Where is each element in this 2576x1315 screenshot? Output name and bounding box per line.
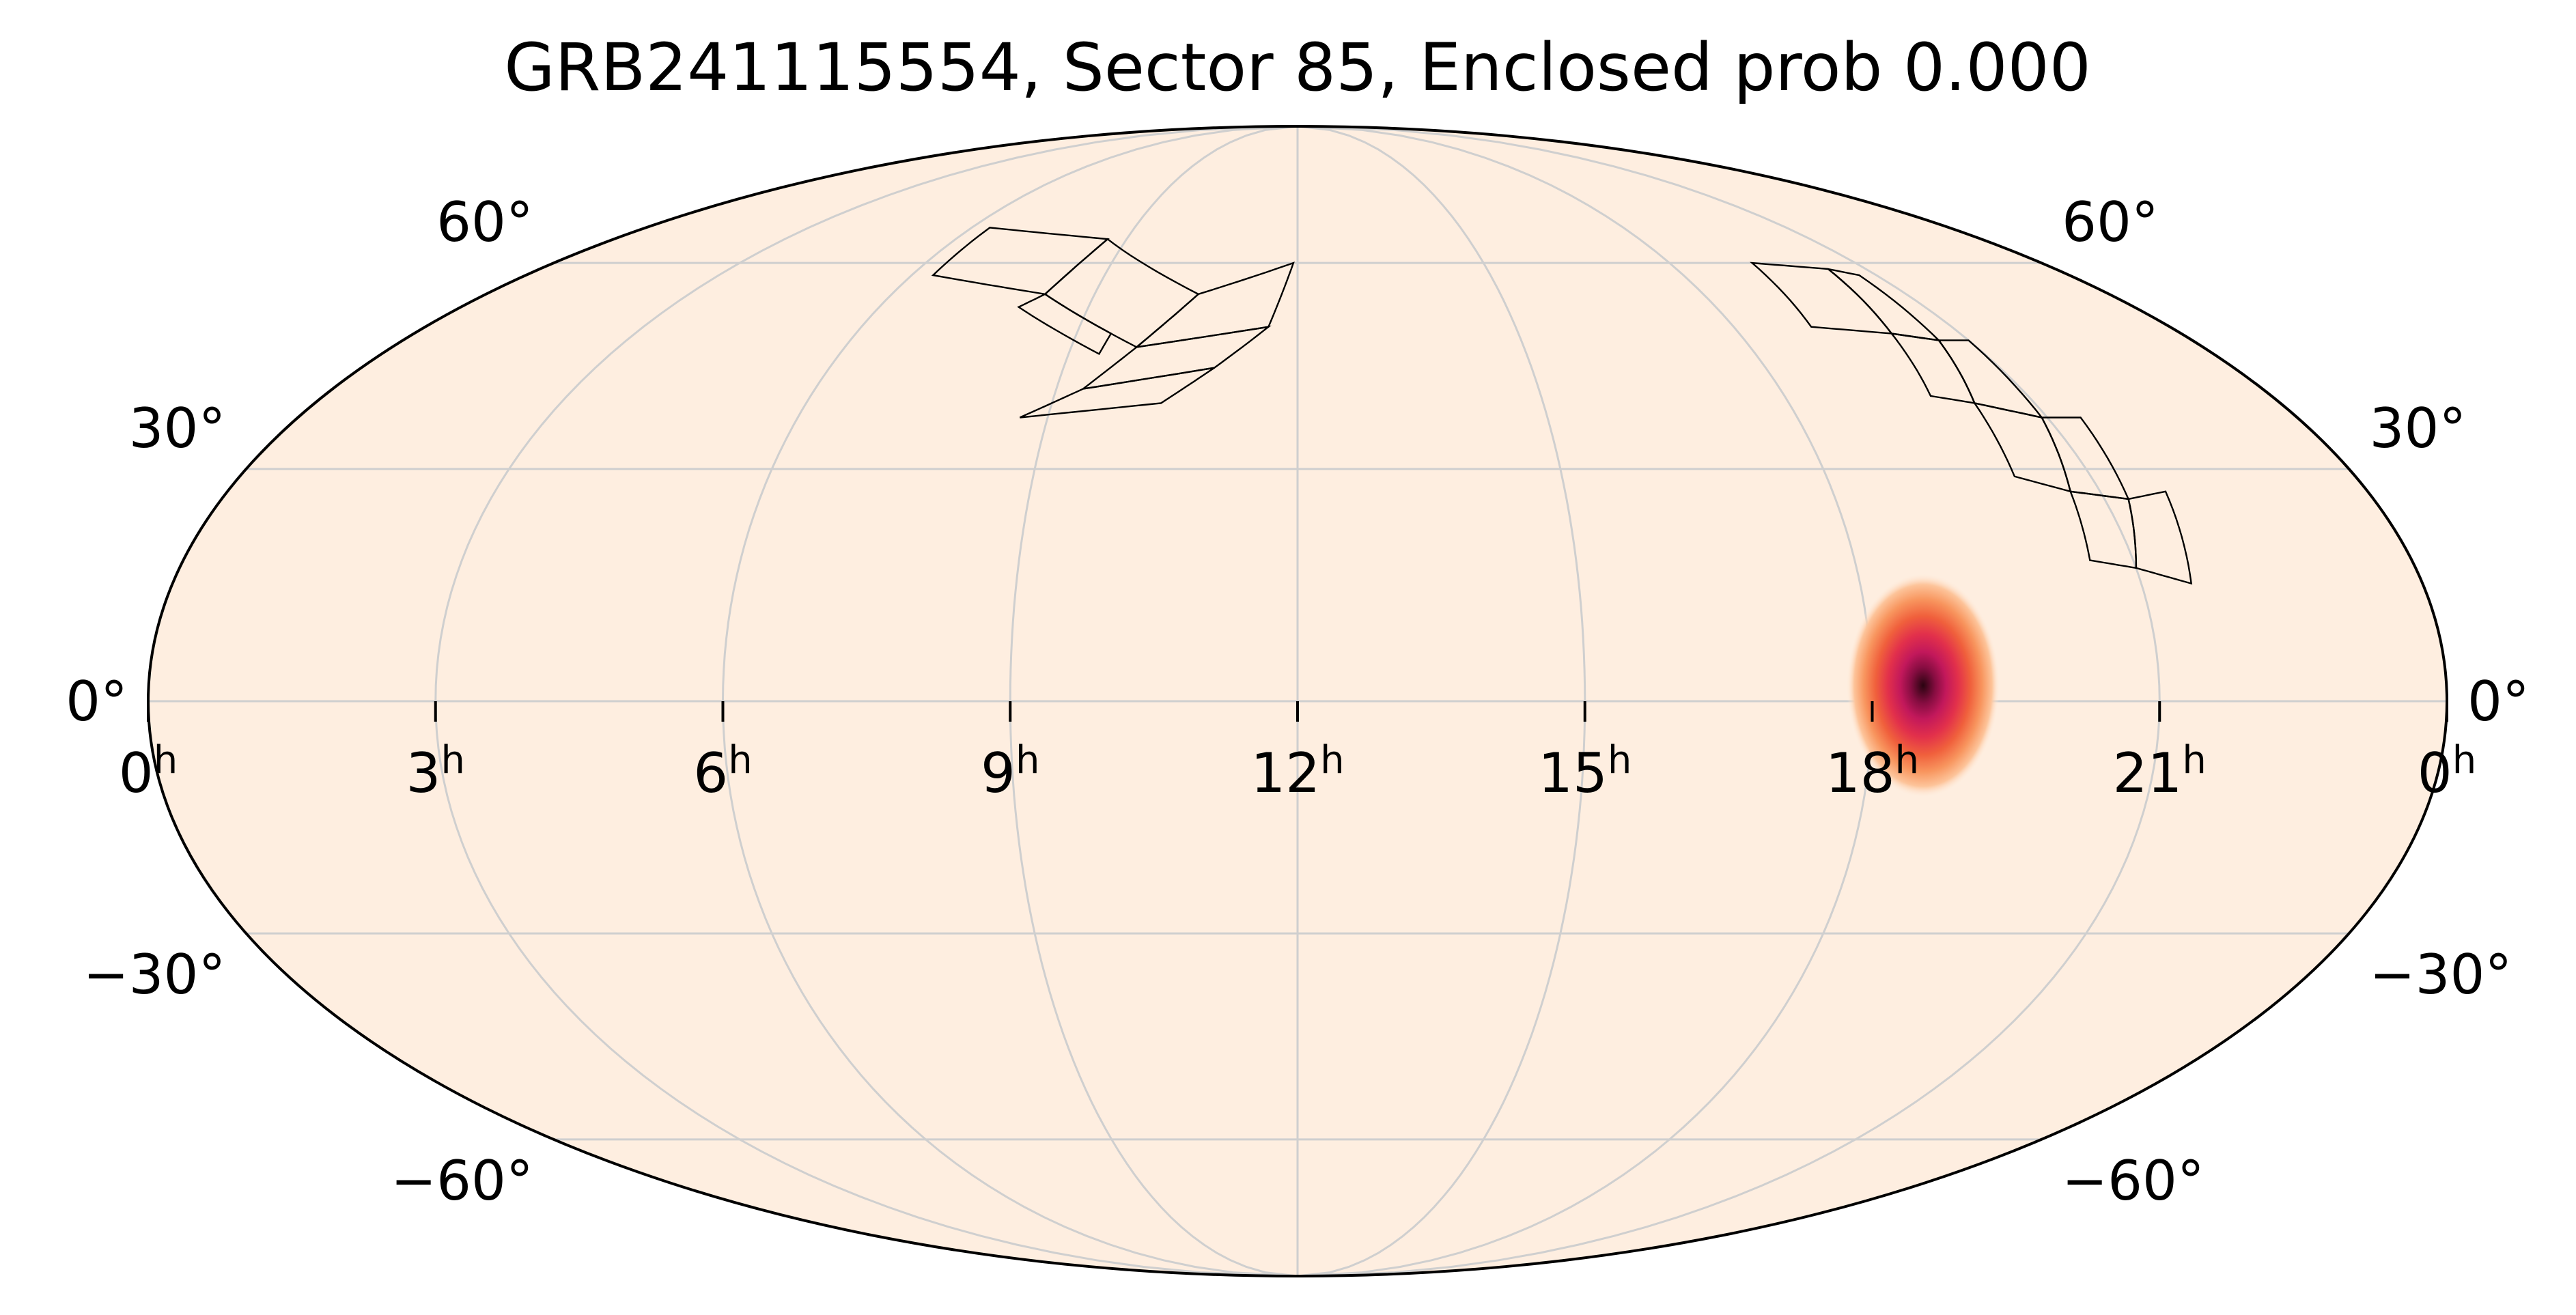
dec-tick-label-right: −30° xyxy=(2370,943,2512,1006)
ra-tick-label: 0h xyxy=(2418,738,2476,805)
ra-tick-unit: h xyxy=(154,738,178,782)
ra-tick-unit: h xyxy=(1320,738,1345,782)
dec-tick-label-left: 0° xyxy=(66,670,128,733)
ra-tick-label: 12h xyxy=(1250,738,1344,805)
ra-tick-label: 9h xyxy=(981,738,1039,805)
dec-tick-label-left: −60° xyxy=(391,1149,533,1213)
ra-tick-label: 0h xyxy=(119,738,178,805)
ra-tick-value: 12 xyxy=(1250,741,1320,805)
ra-tick-label: 18h xyxy=(1825,738,1919,805)
ra-tick-label: 21h xyxy=(2113,738,2207,805)
dec-tick-label-right: 30° xyxy=(2370,397,2467,460)
ra-tick-value: 3 xyxy=(406,741,441,805)
ra-tick-value: 6 xyxy=(693,741,728,805)
dec-tick-label-right: 60° xyxy=(2062,190,2159,254)
ra-tick-unit: h xyxy=(1895,738,1920,782)
dec-tick-label-left: 60° xyxy=(436,190,533,254)
ra-tick-value: 0 xyxy=(119,741,154,805)
ra-tick-unit: h xyxy=(2182,738,2207,782)
dec-tick-label-left: 30° xyxy=(129,397,226,460)
chart-title: GRB241115554, Sector 85, Enclosed prob 0… xyxy=(504,29,2091,106)
ra-tick-value: 21 xyxy=(2113,741,2183,805)
probability-peak xyxy=(1846,573,2000,797)
ccd-footprint xyxy=(1750,261,1894,335)
dec-tick-label-right: 0° xyxy=(2467,670,2530,733)
ra-tick-label: 6h xyxy=(693,738,752,805)
ccd-footprint xyxy=(1972,401,2072,493)
ra-tick-unit: h xyxy=(2452,738,2477,782)
ccd-footprint xyxy=(1019,367,1215,419)
ra-tick-value: 18 xyxy=(1825,741,1895,805)
ccd-footprint xyxy=(2069,490,2138,569)
ra-tick-label: 15h xyxy=(1538,738,1632,805)
probability-layer xyxy=(1846,573,2000,797)
ccd-footprint xyxy=(1890,332,1976,404)
dec-tick-labels: 60° 60° 30° 30° 0° 0° −30° −30° −60° −60° xyxy=(66,190,2530,1213)
ra-tick-unit: h xyxy=(1016,738,1040,782)
ra-tick-value: 15 xyxy=(1538,741,1608,805)
ra-tick-value: 0 xyxy=(2418,741,2452,805)
dec-tick-label-left: −30° xyxy=(83,943,226,1006)
ra-tick-unit: h xyxy=(440,738,465,782)
ra-tick-unit: h xyxy=(1608,738,1632,782)
ra-tick-marks xyxy=(147,701,2448,722)
tess-footprints xyxy=(931,227,2193,585)
ra-tick-label: 3h xyxy=(406,738,465,805)
ccd-footprint xyxy=(931,227,1110,296)
ra-tick-value: 9 xyxy=(981,741,1016,805)
ccd-footprint xyxy=(1017,293,1112,356)
dec-tick-label-right: −60° xyxy=(2062,1149,2204,1213)
ra-tick-unit: h xyxy=(728,738,753,782)
